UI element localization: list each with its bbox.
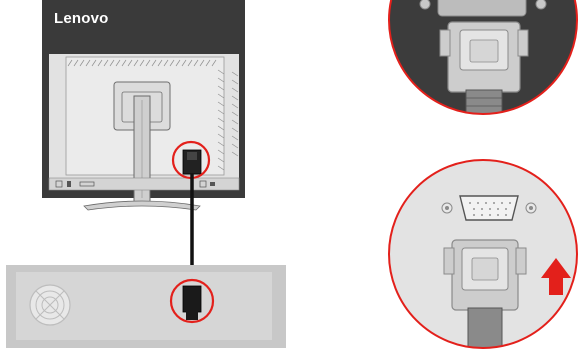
monitor-vent-top	[67, 59, 217, 67]
pc-port-highlight	[169, 278, 215, 324]
up-arrow-icon	[541, 258, 571, 295]
vga-port-icon	[441, 195, 537, 221]
monitor-vent-right	[217, 69, 239, 171]
callout-insert-detail	[389, 160, 577, 348]
monitor-stand-base	[83, 200, 201, 211]
monitor-rear	[42, 0, 245, 211]
computer-case	[6, 265, 286, 348]
fan-vent-icon	[29, 284, 71, 326]
callout-connected-detail	[389, 0, 577, 114]
vga-plug-icon	[439, 21, 529, 114]
brand-logo: Lenovo	[54, 10, 109, 27]
